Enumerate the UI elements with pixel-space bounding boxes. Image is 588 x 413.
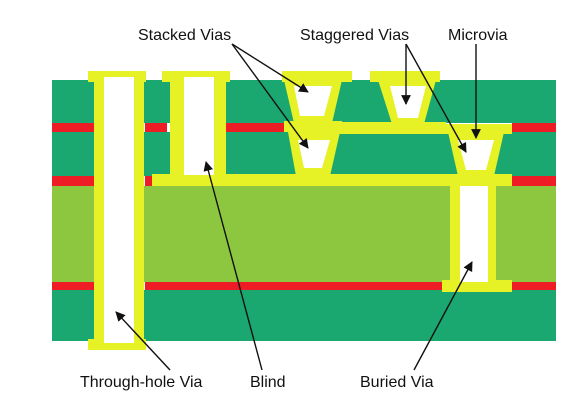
through-hole-via <box>94 71 144 350</box>
label-blind: Blind <box>250 374 286 391</box>
stacked-via-upper-bore <box>294 86 332 116</box>
blind-via <box>170 71 226 186</box>
arrow-stacked-upper <box>231 43 309 93</box>
labels: Stacked Vias Staggered Vias Microvia Thr… <box>80 27 508 391</box>
blind-via-bore <box>184 77 214 175</box>
arrow-blind <box>203 161 263 371</box>
arrow-buried <box>413 261 473 371</box>
trace-row1-e <box>512 123 556 132</box>
conductor-staggered-mid <box>328 122 446 134</box>
stacked-vias <box>284 80 342 176</box>
label-buried-via: Buried Via <box>360 374 434 391</box>
pad-top-staggered <box>370 71 440 82</box>
microvia-bore <box>458 140 494 170</box>
trace-row3-a <box>52 282 94 290</box>
trace-row3-b <box>145 282 443 290</box>
trace-row2-e <box>512 176 556 186</box>
arrow-through-hole <box>115 311 171 371</box>
arrow-staggered-lower <box>405 43 467 153</box>
buried-via <box>450 176 496 292</box>
callout-arrows <box>115 43 481 371</box>
conductor-stacked-mid <box>284 121 342 132</box>
trace-row2-a <box>52 176 94 186</box>
pad-top-stacked <box>282 71 352 82</box>
arrow-stacked-lower <box>231 43 309 149</box>
trace-row1-c <box>226 123 286 132</box>
label-stacked-vias: Stacked Vias <box>138 27 231 44</box>
label-staggered-vias: Staggered Vias <box>300 27 409 44</box>
trace-row1-a <box>52 123 94 132</box>
trace-row1-b <box>145 123 167 132</box>
label-microvia: Microvia <box>448 27 508 44</box>
through-hole-bore <box>104 77 134 343</box>
pad-microvia-top <box>444 124 512 134</box>
label-through-hole-via: Through-hole Via <box>80 374 203 391</box>
buried-via-bore <box>460 186 488 282</box>
trace-row3-c <box>512 282 556 290</box>
